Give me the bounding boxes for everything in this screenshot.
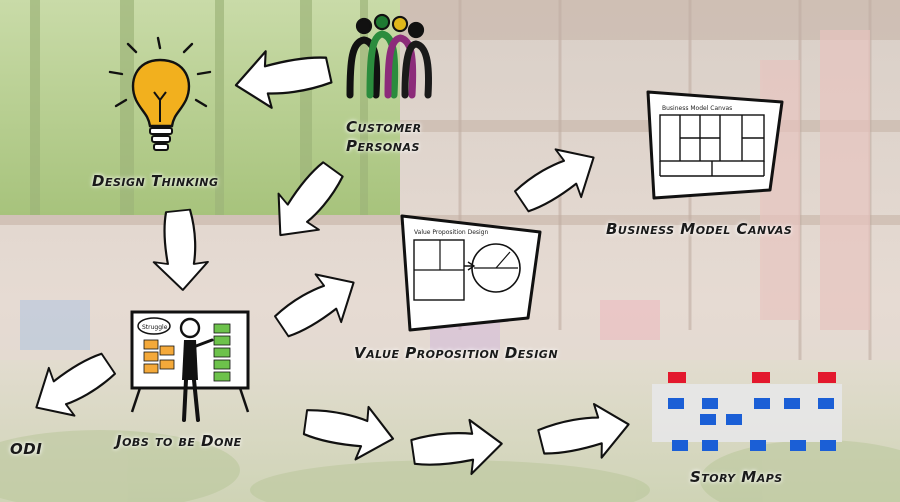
- label-jobs-to-be-done: Jobs to be Done: [116, 432, 242, 450]
- arrow-jtbd-to-value-proposition: [267, 260, 368, 349]
- arrow-design-thinking-to-jtbd: [152, 209, 209, 291]
- arrow-jtbd-to-odi: [22, 341, 123, 430]
- arrow-personas-to-design-thinking: [232, 43, 334, 112]
- arrow-jtbd-to-story-maps-3: [535, 399, 633, 468]
- arrow-jtbd-to-story-maps-1: [299, 395, 398, 467]
- bmc-sketch-title: Business Model Canvas: [662, 105, 732, 112]
- story-map-icon: [652, 372, 842, 451]
- label-value-proposition-design: Value Proposition Design: [354, 344, 558, 362]
- label-customer-personas-line2: Personas: [346, 137, 422, 156]
- value-proposition-sketch-title: Value Proposition Design: [414, 229, 488, 236]
- arrow-value-proposition-to-bmc: [507, 135, 608, 224]
- label-customer-personas-line1: Customer: [346, 118, 422, 137]
- label-customer-personas: Customer Personas: [346, 118, 422, 156]
- arrow-personas-to-jtbd: [259, 152, 355, 252]
- jtbd-sketch-tag: Struggle: [142, 324, 168, 331]
- canvas-board-icon: Business Model Canvas: [648, 92, 782, 198]
- people-group-icon: [350, 15, 429, 95]
- presenter-board-icon: Struggle: [132, 312, 248, 420]
- arrow-jtbd-to-story-maps-2: [410, 418, 504, 478]
- label-business-model-canvas: Business Model Canvas: [606, 220, 792, 238]
- label-odi: ODI: [10, 440, 42, 458]
- label-design-thinking: Design Thinking: [92, 172, 219, 190]
- value-proposition-board-icon: Value Proposition Design: [402, 216, 540, 330]
- label-story-maps: Story Maps: [690, 468, 783, 486]
- lightbulb-icon: [110, 38, 210, 150]
